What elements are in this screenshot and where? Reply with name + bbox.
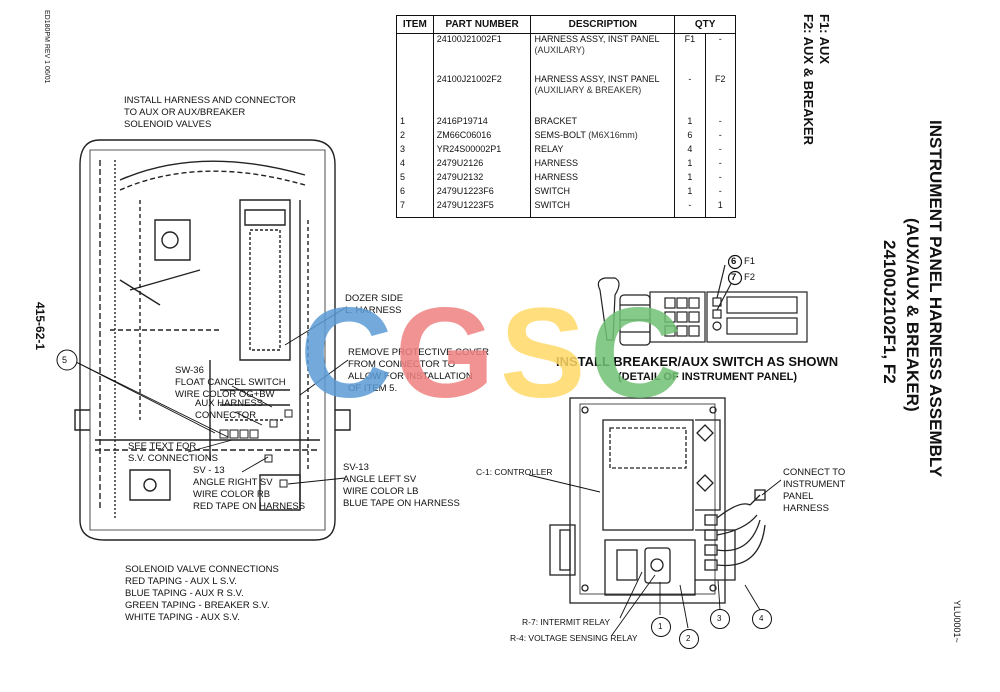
col-item-header: ITEM: [396, 15, 434, 34]
cell-f2: 1: [704, 199, 737, 218]
table-row: 6 2479U1223F6 SWITCH 1 -: [396, 185, 737, 200]
cell-f2: -: [704, 115, 737, 130]
table-row: 24100J21002F1 HARNESS ASSY, INST PANEL(A…: [396, 33, 737, 74]
callout-3-circle: [710, 609, 730, 629]
sw36-label: SW-36 FLOAT CANCEL SWITCH WIRE COLOR OG+…: [175, 365, 286, 400]
cell-f2: -: [704, 171, 737, 186]
install-harness-note: INSTALL HARNESS AND CONNECTOR TO AUX OR …: [124, 95, 296, 130]
install-switch-subtitle: (DETAIL OF INSTRUMENT PANEL): [618, 371, 798, 383]
callout-5-label: 5: [62, 355, 68, 365]
table-header-row: ITEM PART NUMBER DESCRIPTION QTY: [396, 15, 736, 34]
remove-cover-note: REMOVE PROTECTIVE COVER FROM CONNECTOR T…: [348, 347, 489, 394]
instrument-panel-detail: [597, 264, 808, 346]
table-row: 1 2416P19714 BRACKET 1 -: [396, 115, 737, 130]
callout-6-tag: F1: [744, 256, 756, 267]
callout-6-circle: [727, 254, 743, 270]
watermark-letter-c1: C: [300, 285, 392, 415]
controller-box-detail: [549, 397, 766, 604]
callout-6-number: 6: [731, 256, 737, 267]
cell-f1: F1: [674, 33, 706, 74]
desc-main: HARNESS ASSY, INST PANEL: [534, 34, 660, 44]
watermark-letter-g: G: [395, 285, 495, 415]
parts-table: ITEM PART NUMBER DESCRIPTION QTY 24100J2…: [396, 15, 737, 218]
aux-harness-connector-label: AUX HARNESS CONNECTOR: [195, 398, 264, 421]
callout-7-number: 7: [731, 272, 737, 283]
cell-f2: -: [704, 33, 737, 74]
watermark-logo: C G S C: [300, 285, 682, 415]
install-switch-title: INSTALL BREAKER/AUX SWITCH AS SHOWN: [556, 354, 839, 369]
watermark-letter-s: S: [500, 285, 585, 415]
callout-2-circle: [679, 629, 699, 649]
desc-sub: (M6X16mm): [588, 129, 638, 140]
sv13-right-label: SV - 13 ANGLE RIGHT SV WIRE COLOR RB RED…: [193, 465, 306, 512]
cell-f2: -: [704, 129, 737, 144]
desc-main: HARNESS ASSY, INST PANEL: [534, 73, 660, 84]
col-qty-header: QTY: [674, 15, 736, 34]
cell-f1: -: [674, 73, 706, 116]
dozer-side-label: DOZER SIDE L. HARNESS: [345, 293, 404, 316]
callout-4-circle: [752, 609, 772, 629]
table-row: 7 2479U1223F5 SWITCH - 1: [396, 199, 737, 218]
callout-1-circle: [651, 617, 671, 637]
desc-sub: (AUXILARY): [534, 45, 585, 55]
callout-7-circle: [727, 270, 743, 286]
table-row: 2 ZM66C06016 SEMS-BOLT (M6X16mm) 6 -: [396, 129, 737, 144]
callout-3-label: 3: [717, 614, 722, 623]
table-row: 5 2479U2132 HARNESS 1 -: [396, 171, 737, 186]
cell-f2: -: [704, 143, 737, 158]
cell-f2: F2: [704, 73, 737, 116]
cell-desc: HARNESS ASSY, INST PANEL(AUXILIARY & BRE…: [530, 73, 676, 116]
sv13-left-label: SV-13 ANGLE LEFT SV WIRE COLOR LB BLUE T…: [343, 462, 460, 509]
intermit-relay-label: R-7: INTERMIT RELAY: [522, 617, 611, 627]
cell-f2: -: [704, 185, 737, 200]
callout-5-circle: [56, 349, 78, 371]
callout-7-tag: F2: [744, 272, 756, 283]
table-row: 3 YR24S00002P1 RELAY 4 -: [396, 143, 737, 158]
col-desc-header: DESCRIPTION: [530, 15, 676, 34]
cell-part: 24100J21002F2: [432, 73, 532, 116]
cell-desc: HARNESS ASSY, INST PANEL(AUXILARY): [530, 33, 676, 74]
table-row: 24100J21002F2 HARNESS ASSY, INST PANEL(A…: [396, 73, 737, 116]
voltage-relay-label: R-4: VOLTAGE SENSING RELAY: [510, 633, 638, 643]
watermark-letter-c2: C: [590, 285, 682, 415]
connect-harness-label: CONNECT TO INSTRUMENT PANEL HARNESS: [783, 467, 846, 514]
see-text-note: SEE TEXT FOR S.V. CONNECTIONS: [128, 441, 218, 464]
table-row: 4 2479U2126 HARNESS 1 -: [396, 157, 737, 172]
desc-main: SEMS-BOLT: [534, 129, 586, 140]
machine-floor-view: [74, 139, 351, 541]
cell-f2: -: [704, 157, 737, 172]
desc-sub: (AUXILIARY & BREAKER): [534, 84, 642, 95]
controller-label: C-1: CONTROLLER: [476, 467, 553, 477]
callout-2-label: 2: [686, 634, 691, 643]
cell-part: 24100J21002F1: [432, 33, 532, 74]
sv-connections-legend: SOLENOID VALVE CONNECTIONS RED TAPING - …: [125, 564, 279, 623]
col-part-header: PART NUMBER: [432, 15, 532, 34]
callout-4-label: 4: [759, 614, 764, 623]
callout-1-label: 1: [658, 622, 663, 631]
